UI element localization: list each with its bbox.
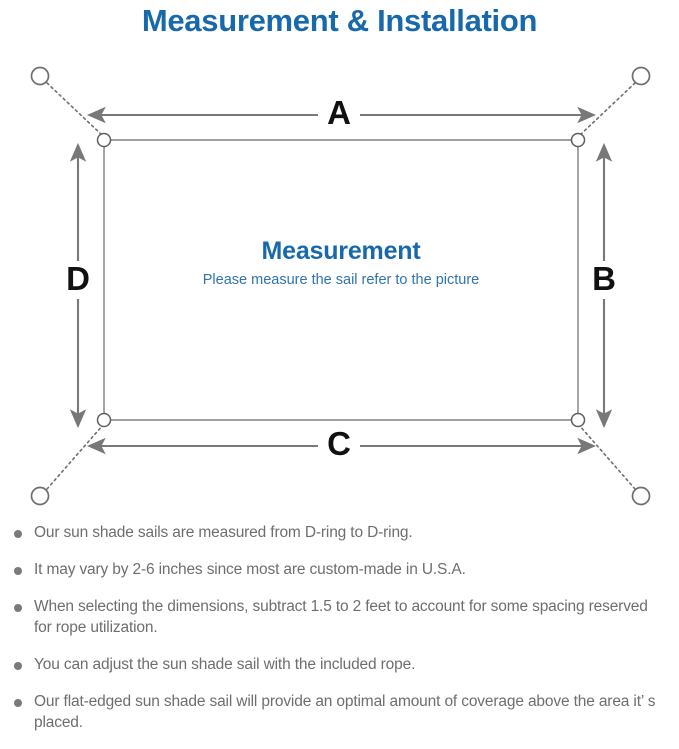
dimension-label-c: C (318, 427, 360, 460)
rope-lines (46, 82, 636, 490)
note-text: It may vary by 2-6 inches since most are… (34, 561, 466, 578)
anchor-ring-bottom-left (30, 486, 50, 506)
anchor-ring-bottom-right (631, 486, 651, 506)
rope-bottom-right (578, 424, 636, 490)
sail-center-text: Measurement Please measure the sail refe… (104, 236, 578, 291)
rope-top-left (46, 82, 104, 137)
dimension-arrows (69, 106, 613, 455)
bullet-icon (14, 604, 22, 612)
bullet-icon (14, 567, 22, 575)
list-item: When selecting the dimensions, subtract … (0, 596, 679, 638)
dimension-label-b: B (583, 262, 625, 295)
list-item: It may vary by 2-6 inches since most are… (0, 559, 679, 580)
notes-list: Our sun shade sails are measured from D-… (0, 522, 679, 749)
d-rings (96, 132, 586, 428)
d-ring-top-left (96, 132, 112, 148)
anchor-ring-top-right (631, 66, 651, 86)
bullet-icon (14, 699, 22, 707)
sun-shade-sail-measurement-diagram: A B C D (0, 46, 679, 516)
bullet-icon (14, 530, 22, 538)
dimension-label-a: A (318, 96, 360, 129)
note-text: When selecting the dimensions, subtract … (34, 598, 648, 636)
list-item: Our sun shade sails are measured from D-… (0, 522, 679, 543)
rope-top-right (578, 82, 636, 137)
rope-bottom-left (46, 424, 104, 490)
d-ring-top-right (570, 132, 586, 148)
sail-center-subtitle: Please measure the sail refer to the pic… (202, 272, 480, 288)
bullet-icon (14, 662, 22, 670)
anchor-rings (30, 66, 651, 506)
page-title: Measurement & Installation (141, 3, 538, 38)
list-item: Our flat-edged sun shade sail will provi… (0, 691, 679, 733)
note-text: Our flat-edged sun shade sail will provi… (34, 693, 656, 731)
sail-center-title: Measurement (261, 237, 421, 265)
list-item: You can adjust the sun shade sail with t… (0, 654, 679, 675)
anchor-ring-top-left (30, 66, 50, 86)
d-ring-bottom-left (96, 412, 112, 428)
d-ring-bottom-right (570, 412, 586, 428)
note-text: Our sun shade sails are measured from D-… (34, 524, 413, 541)
sail-panel (103, 139, 579, 421)
dimension-label-d: D (57, 262, 99, 295)
note-text: You can adjust the sun shade sail with t… (34, 656, 416, 673)
